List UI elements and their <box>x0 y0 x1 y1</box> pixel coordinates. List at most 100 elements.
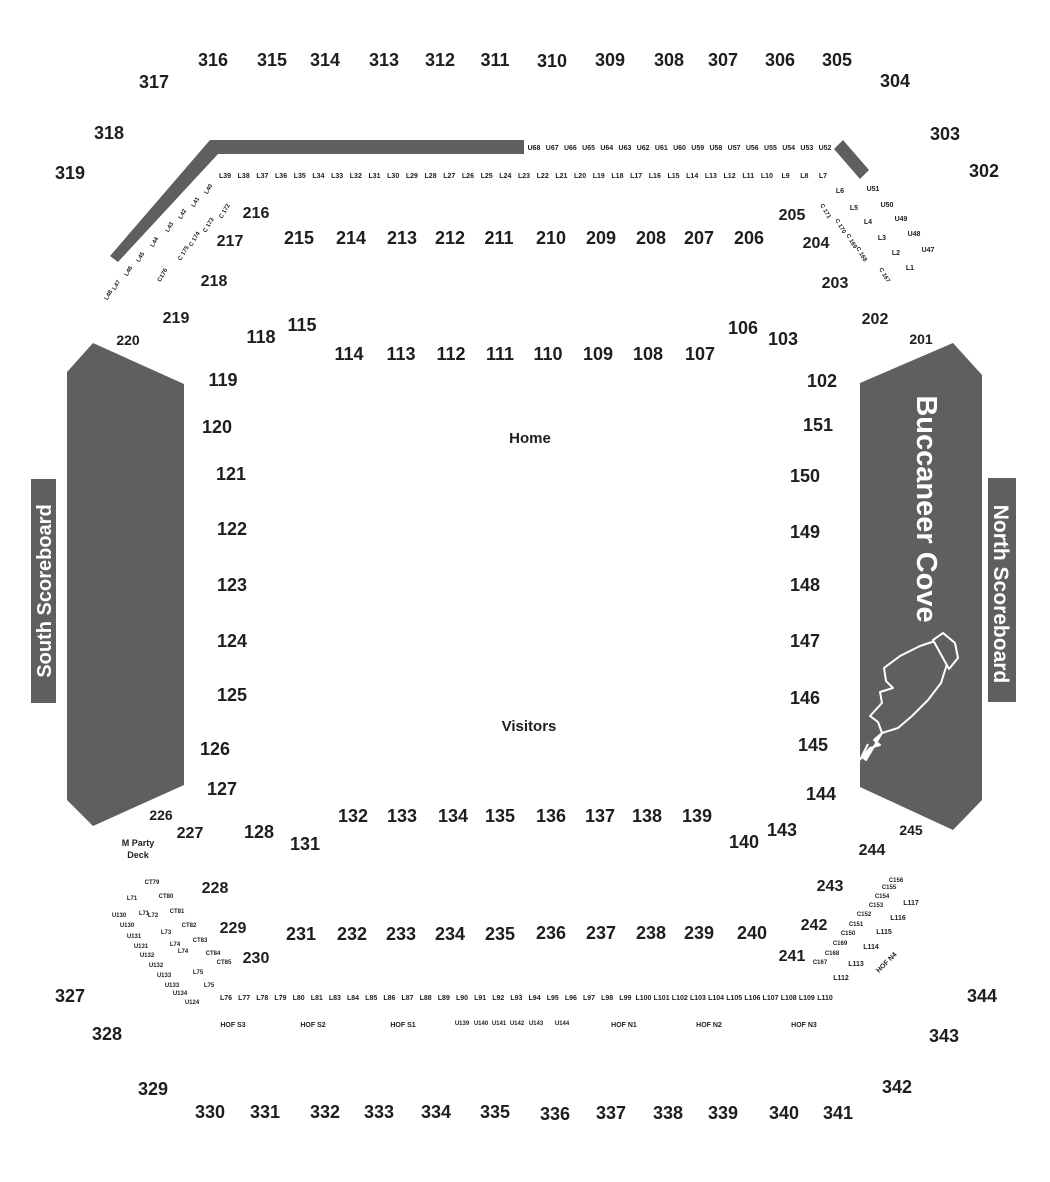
section-upper[interactable]: 307 <box>708 50 738 70</box>
section-upper[interactable]: 304 <box>880 71 910 91</box>
suite-club-se[interactable]: C153 <box>869 903 884 909</box>
suite-upper-sw[interactable]: U131 <box>127 934 142 940</box>
suite-lower[interactable]: L104 <box>708 995 724 1002</box>
section-lower[interactable]: 121 <box>216 464 246 484</box>
section-lower[interactable]: 112 <box>436 344 465 364</box>
section-upper[interactable]: 332 <box>310 1102 340 1122</box>
suite-lower[interactable]: L17 <box>630 173 642 180</box>
suite-lower[interactable]: L37 <box>256 173 268 180</box>
suite-lower[interactable]: L86 <box>383 995 395 1002</box>
section-club[interactable]: 210 <box>536 228 566 248</box>
section-lower[interactable]: 103 <box>768 329 798 349</box>
suite-upper[interactable]: U143 <box>529 1021 544 1027</box>
section-club[interactable]: 205 <box>779 207 806 224</box>
section-club[interactable]: 234 <box>435 924 465 944</box>
section-club[interactable]: 202 <box>862 311 889 328</box>
suite-lower[interactable]: L9 <box>782 173 790 180</box>
section-club[interactable]: 231 <box>286 924 316 944</box>
suite-lower[interactable]: L92 <box>492 995 504 1002</box>
suite-lower-nw[interactable]: L41 <box>191 196 202 209</box>
suite-club-nw[interactable]: C 172 <box>219 202 233 219</box>
suite-lower[interactable]: L36 <box>275 173 287 180</box>
section-upper[interactable]: 335 <box>480 1102 510 1122</box>
suite-upper[interactable]: U141 <box>492 1021 507 1027</box>
suite-club-sw[interactable]: CT85 <box>217 960 232 966</box>
section-club[interactable]: 204 <box>803 235 830 252</box>
suite-ne[interactable]: U50 <box>881 202 894 209</box>
suite-ne[interactable]: U47 <box>922 247 935 254</box>
suite-ne[interactable]: U49 <box>895 216 908 223</box>
suite-lower[interactable]: L13 <box>705 173 717 180</box>
section-lower[interactable]: 140 <box>729 832 759 852</box>
suite-lower-sw[interactable]: L72 <box>148 913 159 919</box>
section-club[interactable]: 203 <box>822 275 849 292</box>
suite-lower[interactable]: L25 <box>481 173 493 180</box>
section-club[interactable]: 216 <box>243 205 270 222</box>
suite-lower[interactable]: L29 <box>406 173 418 180</box>
section-lower[interactable]: 135 <box>485 806 515 826</box>
suite-upper[interactable]: U144 <box>555 1021 570 1027</box>
section-upper[interactable]: 316 <box>198 50 228 70</box>
section-lower[interactable]: 106 <box>728 318 758 338</box>
suite-lower-sw[interactable]: L75 <box>204 983 215 989</box>
suite-ne[interactable]: U48 <box>908 231 921 238</box>
suite-club-se[interactable]: C169 <box>833 941 848 947</box>
suite-lower-nw[interactable]: L47 <box>112 279 123 292</box>
section-upper[interactable]: 302 <box>969 161 999 181</box>
section-club[interactable]: 211 <box>484 228 513 248</box>
section-lower[interactable]: 146 <box>790 688 820 708</box>
suite-lower[interactable]: L105 <box>726 995 742 1002</box>
suite-upper[interactable]: U67 <box>546 145 559 152</box>
suite-lower[interactable]: L14 <box>686 173 698 180</box>
suite-lower[interactable]: L78 <box>256 995 268 1002</box>
section-upper[interactable]: 312 <box>425 50 455 70</box>
section-club[interactable]: 243 <box>817 878 844 895</box>
section-upper[interactable]: 317 <box>139 72 169 92</box>
section-lower[interactable]: 151 <box>803 415 833 435</box>
section-upper[interactable]: 336 <box>540 1104 570 1124</box>
suite-lower[interactable]: L96 <box>565 995 577 1002</box>
section-club[interactable]: 241 <box>779 948 806 965</box>
suite-lower[interactable]: L10 <box>761 173 773 180</box>
suite-lower-sw[interactable]: L74 <box>178 949 189 955</box>
section-upper[interactable]: 334 <box>421 1102 451 1122</box>
section-upper[interactable]: 319 <box>55 163 85 183</box>
hall-of-fame-suite[interactable]: HOF N3 <box>791 1022 817 1029</box>
suite-lower[interactable]: L20 <box>574 173 586 180</box>
section-lower[interactable]: 118 <box>246 327 275 347</box>
suite-lower-sw[interactable]: L75 <box>193 970 204 976</box>
suite-lower[interactable]: L30 <box>387 173 399 180</box>
suite-lower-sw[interactable]: L71 <box>139 911 150 917</box>
hall-of-fame-suite[interactable]: HOF S3 <box>220 1022 245 1029</box>
suite-lower[interactable]: L102 <box>672 995 688 1002</box>
suite-upper[interactable]: U62 <box>637 145 650 152</box>
suite-upper-sw[interactable]: U133 <box>165 983 180 989</box>
section-upper[interactable]: 340 <box>769 1103 799 1123</box>
suite-lower-nw[interactable]: L40 <box>204 183 215 196</box>
section-lower[interactable]: 147 <box>790 631 820 651</box>
section-upper[interactable]: 330 <box>195 1102 225 1122</box>
section-club[interactable]: 226 <box>149 807 173 823</box>
hall-of-fame-suite[interactable]: HOF N4 <box>875 951 898 974</box>
section-lower[interactable]: 150 <box>790 466 820 486</box>
section-lower[interactable]: 111 <box>486 344 514 364</box>
suite-club-sw[interactable]: CT81 <box>170 909 185 915</box>
section-lower[interactable]: 125 <box>217 685 247 705</box>
section-club[interactable]: 244 <box>859 842 886 859</box>
suite-upper-sw[interactable]: U130 <box>120 923 135 929</box>
section-lower[interactable]: 138 <box>632 806 662 826</box>
suite-upper[interactable]: U68 <box>528 145 541 152</box>
suite-lower[interactable]: L91 <box>474 995 486 1002</box>
suite-lower-se[interactable]: L112 <box>833 975 849 982</box>
suite-lower-sw[interactable]: L74 <box>170 942 181 948</box>
section-upper[interactable]: 315 <box>257 50 287 70</box>
suite-lower[interactable]: L16 <box>649 173 661 180</box>
section-upper[interactable]: 328 <box>92 1024 122 1044</box>
section-lower[interactable]: 120 <box>202 417 232 437</box>
suite-club-ne[interactable]: C 167 <box>877 267 891 284</box>
suite-lower[interactable]: L33 <box>331 173 343 180</box>
suite-lower[interactable]: L38 <box>238 173 250 180</box>
section-lower[interactable]: 143 <box>767 820 797 840</box>
suite-club-se[interactable]: C167 <box>813 960 828 966</box>
hall-of-fame-suite[interactable]: HOF N1 <box>611 1022 637 1029</box>
